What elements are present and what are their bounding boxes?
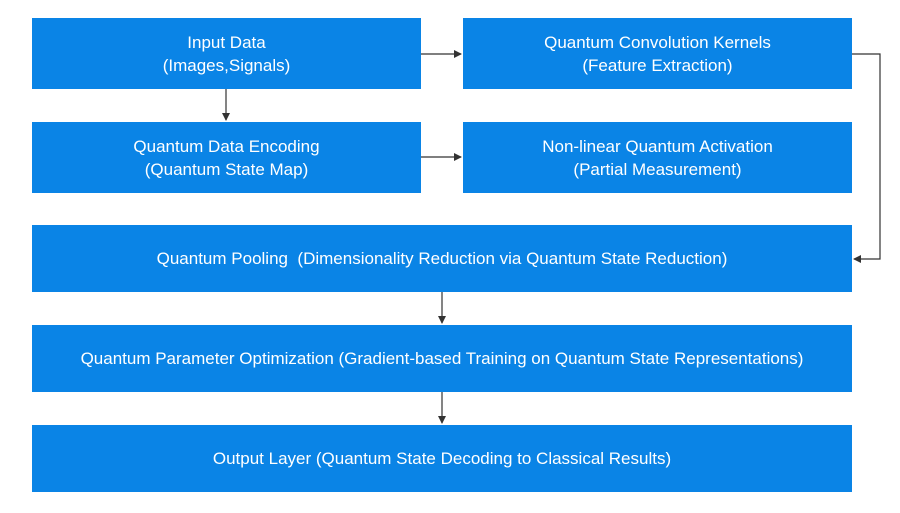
node-quantum-data-encoding-title: Quantum Data Encoding — [133, 136, 320, 156]
node-quantum-pooling: Quantum Pooling (Dimensionality Reductio… — [32, 225, 852, 292]
edge-conv-to-pooling — [852, 53, 881, 263]
node-quantum-convolution-kernels-subtitle: (Feature Extraction) — [582, 55, 733, 75]
node-quantum-pooling-title: Quantum Pooling (Dimensionality Reductio… — [156, 249, 728, 268]
node-quantum-convolution-kernels-title: Quantum Convolution Kernels — [544, 32, 771, 52]
node-nonlinear-quantum-activation-title: Non-linear Quantum Activation — [542, 136, 773, 156]
node-quantum-convolution-kernels: Quantum Convolution Kernels (Feature Ext… — [463, 18, 852, 89]
node-quantum-data-encoding-subtitle: (Quantum State Map) — [144, 159, 309, 179]
node-input-data-subtitle: (Images,Signals) — [162, 55, 291, 75]
node-input-data-title: Input Data — [187, 32, 266, 52]
node-nonlinear-quantum-activation-subtitle: (Partial Measurement) — [573, 159, 742, 179]
node-nonlinear-quantum-activation: Non-linear Quantum Activation (Partial M… — [463, 122, 852, 193]
node-output-layer-title: Output Layer (Quantum State Decoding to … — [212, 449, 672, 468]
node-output-layer: Output Layer (Quantum State Decoding to … — [32, 425, 852, 492]
node-quantum-parameter-optimization: Quantum Parameter Optimization (Gradient… — [32, 325, 852, 392]
node-quantum-parameter-optimization-title: Quantum Parameter Optimization (Gradient… — [80, 349, 804, 368]
node-input-data: Input Data (Images,Signals) — [32, 18, 421, 89]
node-quantum-data-encoding: Quantum Data Encoding (Quantum State Map… — [32, 122, 421, 193]
